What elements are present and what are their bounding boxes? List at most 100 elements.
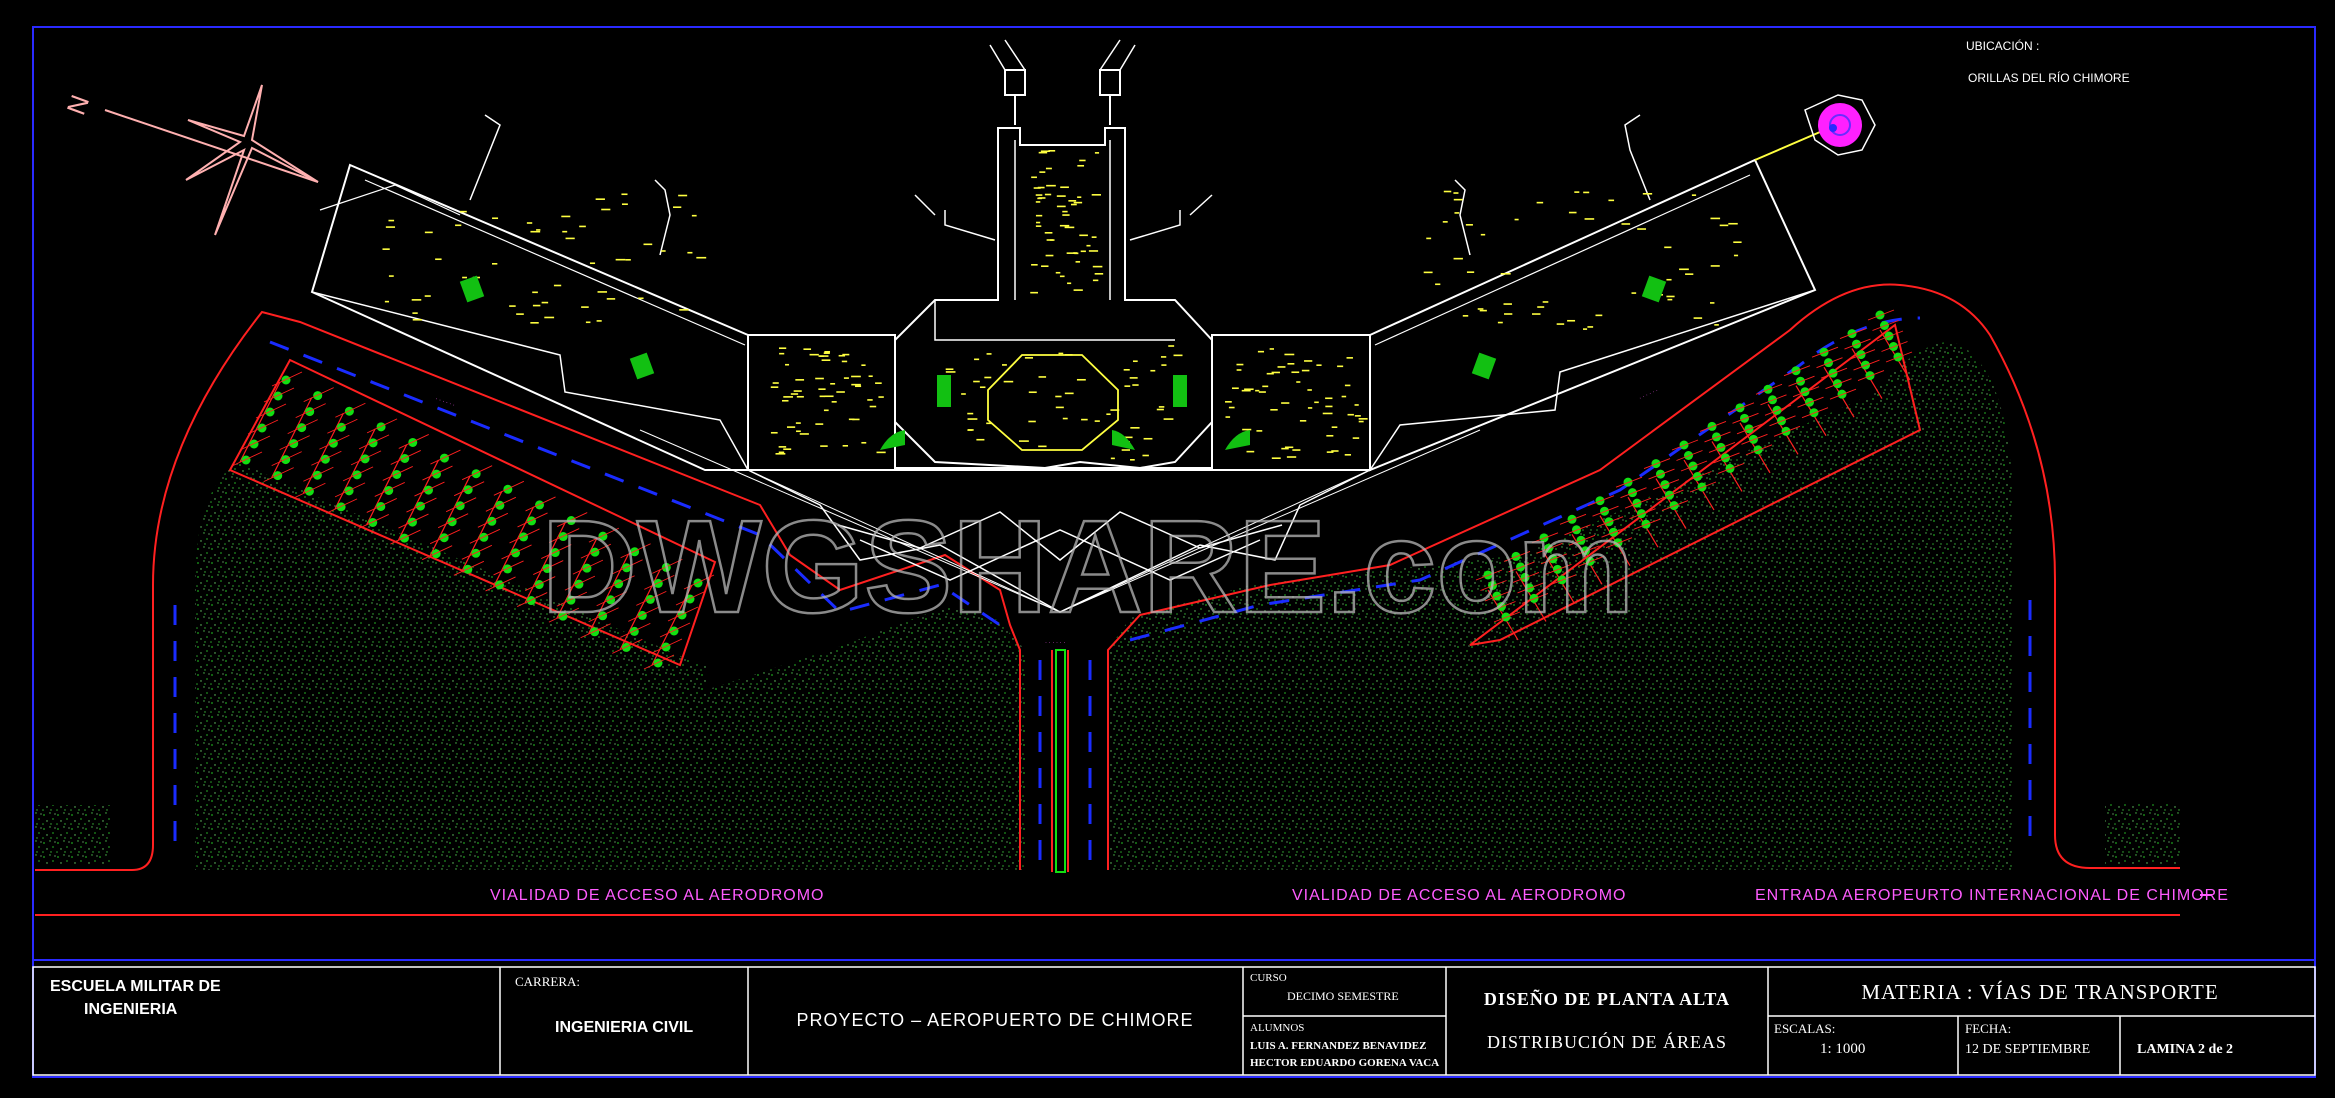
fixture-mark xyxy=(1574,191,1580,193)
school-name: ESCUELA MILITAR DE xyxy=(50,978,221,995)
fixture-mark xyxy=(1038,376,1047,378)
road-label-left: VIALIDAD DE ACCESO AL AERODROMO xyxy=(490,887,825,904)
fixture-mark xyxy=(1048,150,1056,152)
tree-icon xyxy=(503,564,513,574)
parking-row xyxy=(326,418,398,514)
fixture-mark xyxy=(526,222,533,224)
fixture-mark xyxy=(823,409,829,412)
tree-icon xyxy=(519,532,529,542)
parking-right xyxy=(1469,323,1922,646)
fixture-mark xyxy=(1266,372,1274,375)
tree-icon xyxy=(558,532,568,542)
tree-icon xyxy=(534,580,544,590)
fixture-mark xyxy=(1258,391,1266,393)
tree-icon xyxy=(344,486,354,496)
tree-icon xyxy=(693,578,703,588)
fixture-mark xyxy=(1080,250,1086,253)
fixture-mark xyxy=(1156,408,1164,411)
fixture-mark xyxy=(601,208,611,211)
fixture-mark xyxy=(1426,237,1432,240)
fixture-mark xyxy=(852,418,860,421)
tree-icon xyxy=(471,469,481,479)
fixture-mark xyxy=(1621,223,1631,225)
fixture-mark xyxy=(565,237,575,240)
parking-row xyxy=(421,465,493,561)
fixture-mark xyxy=(1173,354,1183,357)
location-value: ORILLAS DEL RÍO CHIMORE xyxy=(1968,70,2130,85)
fixture-mark xyxy=(579,225,586,228)
fixture-mark xyxy=(1503,303,1512,305)
tree-icon xyxy=(630,547,640,557)
career-value: INGENIERIA CIVIL xyxy=(555,1019,693,1036)
parking-row xyxy=(1811,346,1857,418)
fixture-mark xyxy=(1331,426,1338,428)
fixture-mark xyxy=(869,405,877,408)
tree-icon xyxy=(455,501,465,511)
tree-icon xyxy=(677,610,687,620)
fixture-mark xyxy=(1733,254,1739,257)
fixture-mark xyxy=(1358,418,1368,420)
fixture-mark xyxy=(783,448,792,450)
fixture-mark xyxy=(783,396,794,398)
fixture-mark xyxy=(976,438,985,441)
fixture-mark xyxy=(945,368,954,371)
fixture-mark xyxy=(1123,369,1130,371)
fixture-mark xyxy=(861,364,866,366)
tree-icon xyxy=(542,564,552,574)
fixture-mark xyxy=(562,230,568,233)
fixture-mark xyxy=(589,262,596,265)
tree-icon xyxy=(423,485,433,495)
fixture-mark xyxy=(1304,360,1313,362)
fixture-mark xyxy=(678,194,688,197)
fixture-mark xyxy=(878,396,884,398)
fixture-mark xyxy=(1038,197,1046,199)
fixture-mark xyxy=(696,256,707,259)
fixture-mark xyxy=(530,322,539,324)
tree-icon xyxy=(399,533,409,543)
fixture-mark xyxy=(1064,392,1074,395)
fixture-mark xyxy=(1142,454,1149,457)
fixture-mark xyxy=(1044,232,1053,234)
fixture-mark xyxy=(1537,306,1545,308)
fixture-mark xyxy=(1256,430,1263,432)
tree-icon xyxy=(289,439,299,449)
parking-row xyxy=(390,449,461,545)
tree-icon xyxy=(606,595,616,605)
tree-icon xyxy=(336,502,346,512)
fixture-mark xyxy=(842,445,849,447)
tree-icon xyxy=(550,548,560,558)
fixture-mark xyxy=(1124,436,1133,439)
fixture-mark xyxy=(986,353,992,355)
fixture-mark xyxy=(1143,437,1153,440)
tree-icon xyxy=(368,517,378,527)
fixture-mark xyxy=(1284,353,1295,356)
tree-icon xyxy=(273,391,283,401)
parking-row xyxy=(231,371,303,467)
course-label: CURSO xyxy=(1250,972,1287,984)
tree-icon xyxy=(439,453,449,463)
fixture-mark xyxy=(382,248,390,250)
fixture-mark xyxy=(544,316,555,319)
svg-text:· · · · · ·: · · · · · · xyxy=(434,396,455,409)
fixture-mark xyxy=(638,297,644,300)
design-title-1: DISEÑO DE PLANTA ALTA xyxy=(1484,988,1730,1009)
tree-icon xyxy=(487,516,497,526)
fixture-mark xyxy=(625,259,631,261)
fixture-mark xyxy=(967,412,974,415)
fixture-mark xyxy=(1092,265,1103,268)
fixture-mark xyxy=(1060,186,1069,189)
fixture-mark xyxy=(411,299,422,301)
fixture-mark xyxy=(785,363,790,366)
fixture-mark xyxy=(1255,389,1260,392)
fixture-mark xyxy=(435,258,442,261)
fixture-mark xyxy=(1130,427,1140,429)
parking-row xyxy=(358,434,429,529)
parking-row xyxy=(548,527,620,623)
fixture-mark xyxy=(1039,171,1046,173)
tree-icon xyxy=(305,407,315,417)
fixture-mark xyxy=(1045,254,1054,257)
fixture-mark xyxy=(1076,378,1086,381)
fixture-mark xyxy=(867,399,873,401)
fixture-mark xyxy=(1262,385,1269,388)
north-label: N xyxy=(61,91,96,119)
